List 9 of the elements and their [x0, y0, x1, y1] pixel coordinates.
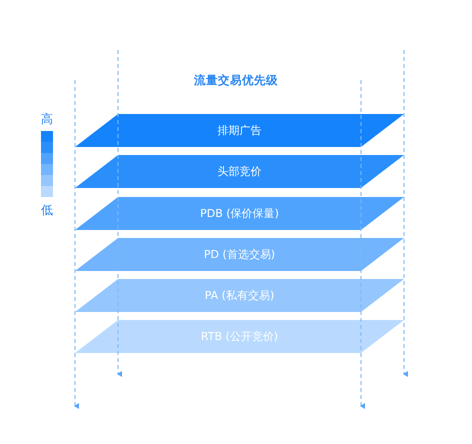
- layer-label: PA (私有交易): [204, 288, 274, 303]
- layer-label: PD (首选交易): [204, 247, 276, 262]
- layer-label: RTB (公开竞价): [200, 329, 278, 344]
- diagram-title: 流量交易优先级: [194, 73, 278, 88]
- layer-label: 头部竞价: [218, 164, 262, 179]
- scale-label: 高: [41, 111, 53, 128]
- layer-label: PDB (保价保量): [200, 206, 279, 221]
- layer-label: 排期广告: [218, 123, 262, 138]
- scale-label: 低: [41, 202, 53, 219]
